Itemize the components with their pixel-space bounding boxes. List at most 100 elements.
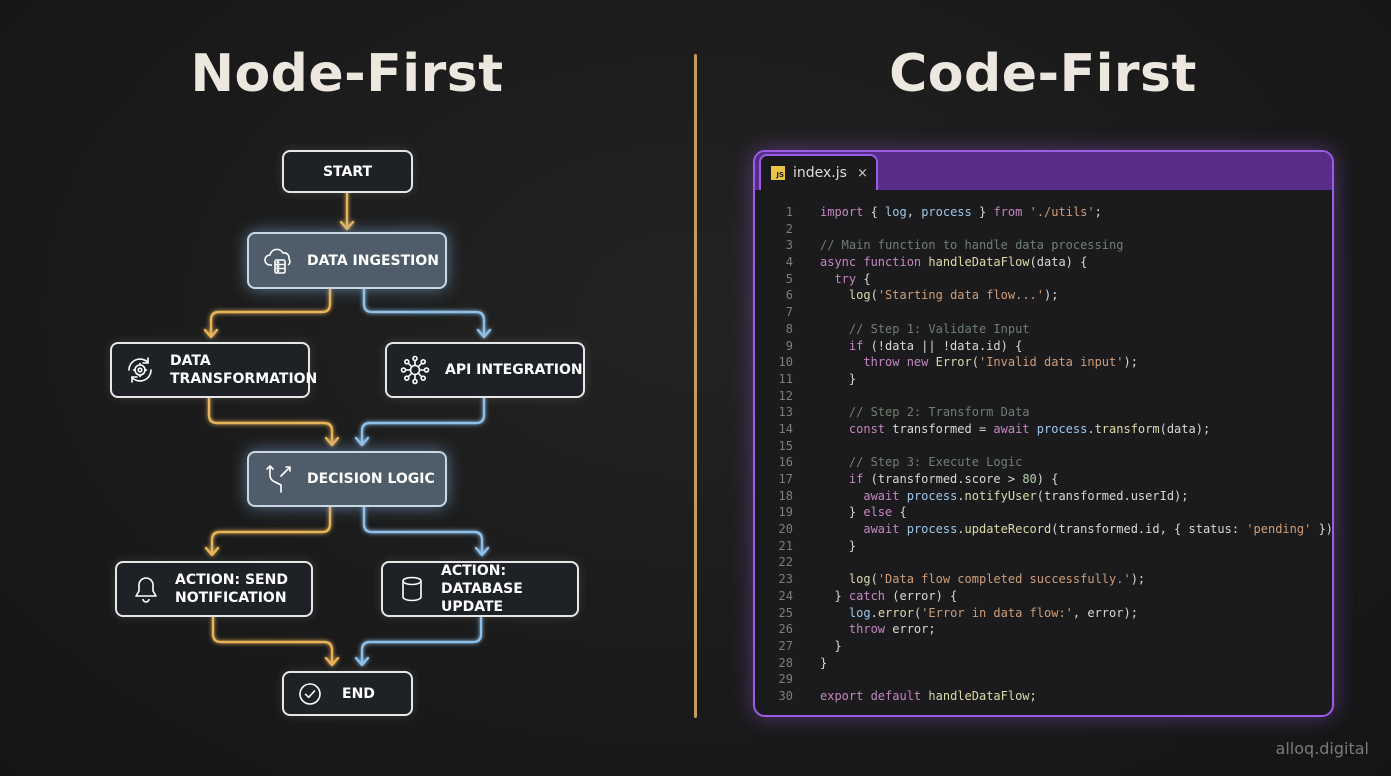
line-source: } (793, 538, 856, 555)
code-token: const (848, 421, 886, 436)
code-line: 26 throw error; (755, 621, 1332, 638)
close-icon[interactable]: × (856, 165, 868, 181)
line-number: 5 (785, 271, 793, 286)
line-source: if (transformed.score > 80) { (793, 471, 1059, 488)
code-token: ( (870, 288, 878, 303)
code-token: // Main function to handle data processi… (820, 238, 1124, 253)
code-token: log (848, 288, 871, 303)
code-token: } (820, 505, 864, 520)
line-source (793, 554, 820, 571)
line-number: 11 (778, 371, 793, 386)
code-token: ( (971, 355, 979, 370)
start-node[interactable]: START (282, 150, 413, 193)
decision-logic-label: DECISION LOGIC (307, 471, 435, 487)
code-token: } (820, 638, 842, 653)
line-source: import { log, process } from './utils'; (793, 204, 1102, 221)
code-line: 27 } (755, 638, 1332, 655)
arrowhead-dbupdate-end (354, 656, 370, 667)
arrowhead-notify-end (324, 656, 340, 667)
code-line: 15 (755, 438, 1332, 455)
send-notification-node[interactable]: ACTION: SEND NOTIFICATION (115, 561, 313, 617)
code-token: log (885, 205, 907, 219)
code-line: 7 (755, 304, 1332, 321)
line-number: 17 (778, 472, 793, 486)
code-token: transformed = (885, 421, 994, 436)
code-line: 3 // Main function to handle data process… (755, 237, 1332, 254)
code-token: ); (1044, 288, 1059, 303)
line-number: 25 (778, 605, 793, 620)
code-token: log (848, 572, 871, 587)
decision-logic-node[interactable]: DECISION LOGIC (247, 451, 447, 507)
code-token: ) { (1036, 472, 1059, 486)
code-token: } (820, 371, 857, 386)
branch-split-icon (263, 463, 295, 495)
code-token (820, 455, 849, 469)
code-token (820, 472, 849, 486)
line-source (793, 221, 820, 238)
code-token: (transformed.id, { status: (1051, 522, 1247, 537)
code-line: 19 } else { (755, 504, 1332, 521)
database-update-node[interactable]: ACTION: DATABASE UPDATE (381, 561, 579, 617)
code-token: ( (870, 572, 878, 587)
end-node-label: END (342, 685, 375, 702)
code-token: ; (1029, 688, 1037, 703)
code-token: 'Error in data flow:' (921, 605, 1073, 620)
line-source: } else { (793, 504, 907, 521)
code-token (899, 522, 906, 536)
line-number: 8 (785, 321, 793, 336)
line-source: if (!data || !data.id) { (793, 338, 1022, 355)
code-token: (data) { (1029, 255, 1088, 270)
code-first-heading: Code-First (889, 44, 1197, 104)
line-source: log('Starting data flow...'); (793, 287, 1059, 304)
watermark: alloq.digital (1275, 739, 1369, 758)
line-source: log('Data flow completed successfully.')… (793, 571, 1145, 588)
line-source: log.error('Error in data flow:', error); (793, 605, 1138, 622)
code-token (820, 522, 863, 536)
code-token: (transformed.score > (863, 472, 1023, 486)
arrowhead-ingestion-api (476, 328, 492, 339)
line-number: 13 (778, 405, 793, 420)
data-ingestion-node[interactable]: DATA INGESTION (247, 232, 447, 289)
code-token: // Step 3: Execute Logic (848, 455, 1023, 470)
flow-connectors (203, 191, 492, 667)
line-number: 3 (785, 238, 793, 253)
code-token: export default (820, 688, 922, 703)
editor-tab-index-js[interactable]: JS index.js × (759, 154, 878, 190)
line-source: } (793, 655, 827, 672)
line-number: 29 (778, 672, 793, 687)
code-token: 'Invalid data input' (978, 355, 1124, 370)
tab-filename: index.js (793, 165, 847, 181)
code-token: handleDataFlow (928, 688, 1030, 703)
code-token: (data); (1159, 421, 1211, 436)
line-number: 15 (778, 438, 793, 453)
arrowhead-decision-dbupdate (474, 546, 490, 557)
database-icon (397, 574, 427, 604)
end-node[interactable]: END (282, 671, 413, 716)
code-token: { (856, 271, 871, 286)
code-token: handleDataFlow (928, 255, 1030, 270)
code-token: transform (1094, 421, 1160, 436)
line-number: 6 (785, 288, 793, 303)
code-line: 13 // Step 2: Transform Data (755, 404, 1332, 421)
code-token (899, 489, 906, 503)
code-token: . (957, 522, 965, 537)
gear-refresh-icon (124, 354, 156, 386)
code-token: . (957, 488, 965, 503)
line-number: 23 (778, 572, 793, 587)
code-token: process (921, 205, 972, 219)
code-token: await (863, 522, 900, 537)
data-transformation-node[interactable]: DATA TRANSFORMATION (110, 342, 317, 398)
code-line: 22 (755, 554, 1332, 571)
line-number: 16 (778, 455, 793, 470)
code-token: 'pending' (1246, 522, 1312, 537)
line-number: 21 (778, 538, 793, 553)
api-integration-node[interactable]: API INTEGRATION (385, 342, 585, 398)
line-number: 24 (778, 588, 793, 603)
line-source (793, 388, 820, 405)
code-token (1030, 422, 1037, 436)
line-source: await process.updateRecord(transformed.i… (793, 521, 1332, 538)
code-token: async function (820, 255, 922, 270)
line-source: } (793, 371, 856, 388)
code-line: 9 if (!data || !data.id) { (755, 338, 1332, 355)
